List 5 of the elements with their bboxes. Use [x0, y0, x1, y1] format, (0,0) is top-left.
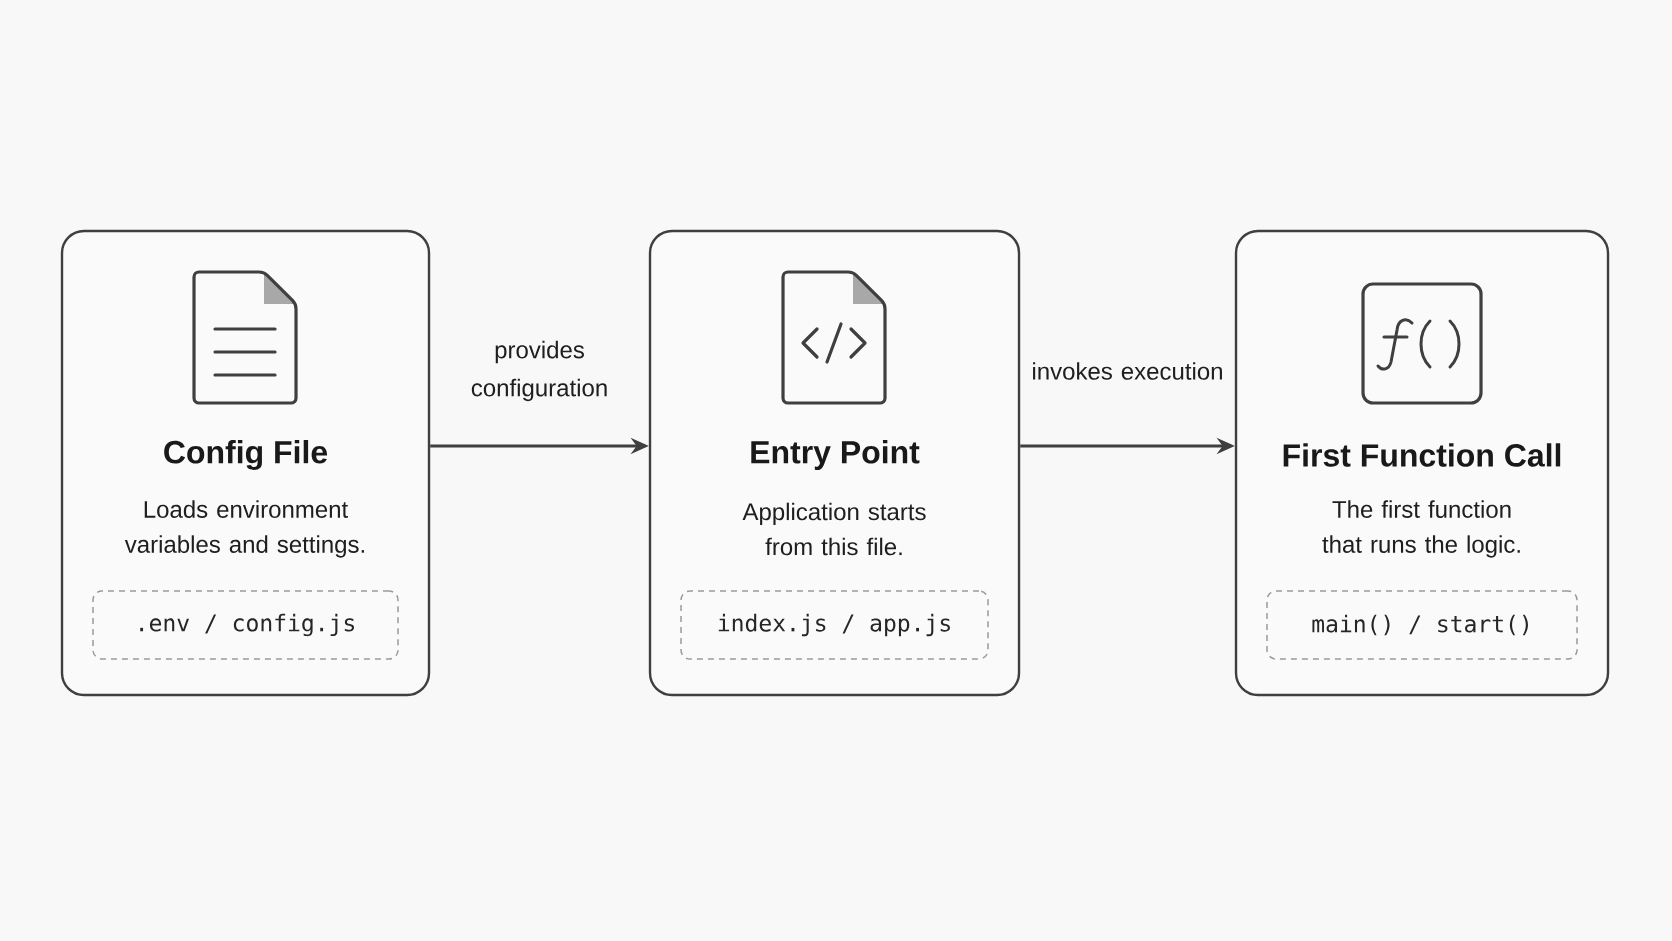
code-box: index.js / app.js — [680, 590, 989, 660]
code-box: .env / config.js — [92, 590, 399, 660]
edge-label: invokes execution — [1033, 362, 1222, 380]
edge-label: provides configuration — [471, 340, 607, 402]
code-box: main() / start() — [1266, 590, 1578, 660]
